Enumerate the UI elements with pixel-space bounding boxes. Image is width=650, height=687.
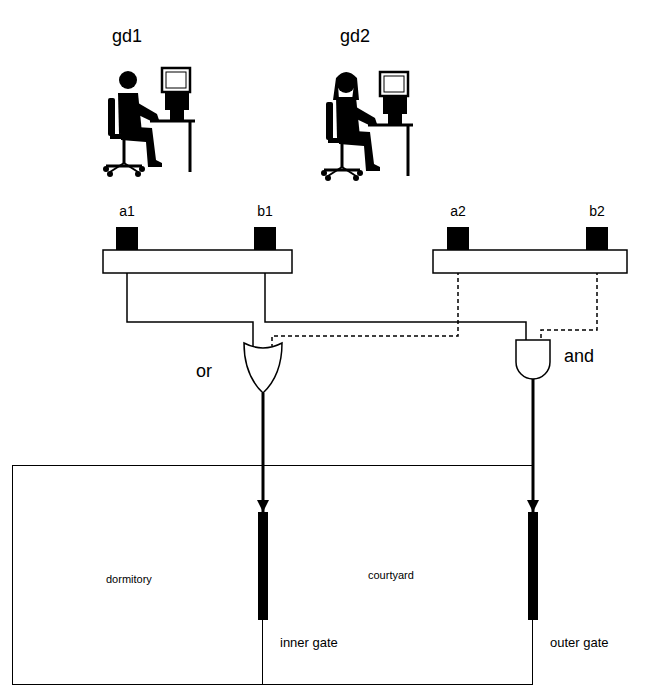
- gate-name: inner gate: [280, 635, 338, 651]
- and-gate-symbol: [516, 340, 550, 379]
- area-name: dormitory: [106, 572, 152, 586]
- button-panel: [433, 250, 627, 273]
- output-line: [262, 393, 265, 512]
- guard-figure: [103, 68, 195, 177]
- gate-name: outer gate: [550, 635, 609, 651]
- area-name: courtyard: [368, 568, 414, 582]
- guard-figure: [321, 72, 413, 181]
- button-cap: [586, 227, 608, 250]
- or-gate-symbol: [244, 343, 282, 393]
- area-region: dormitory: [12, 465, 263, 685]
- gate-label: or: [196, 361, 212, 381]
- button-label: a1: [112, 202, 142, 220]
- gate-label: and: [564, 346, 594, 366]
- or-gate: or: [196, 343, 282, 393]
- push-button: b1: [250, 202, 280, 250]
- button-cap: [254, 227, 276, 250]
- button-label: b1: [250, 202, 280, 220]
- push-button: a2: [443, 202, 473, 250]
- and-gate: and: [516, 340, 606, 379]
- button-panel: [103, 250, 292, 273]
- button-cap: [116, 227, 138, 250]
- area-region: courtyard: [263, 465, 533, 685]
- button-label: b2: [582, 202, 612, 220]
- guard-name: gd1: [112, 26, 142, 46]
- guard-name: gd2: [340, 26, 370, 46]
- push-button: b2: [582, 202, 612, 250]
- output-line: [532, 379, 535, 512]
- button-label: a2: [443, 202, 473, 220]
- gate-barrier: inner gate: [258, 512, 268, 620]
- gate-bar: [528, 512, 538, 620]
- gate-bar: [258, 512, 268, 620]
- signal-wire: [272, 250, 458, 346]
- push-button: a1: [112, 202, 142, 250]
- button-cap: [447, 227, 469, 250]
- gate-barrier: outer gate: [528, 512, 538, 620]
